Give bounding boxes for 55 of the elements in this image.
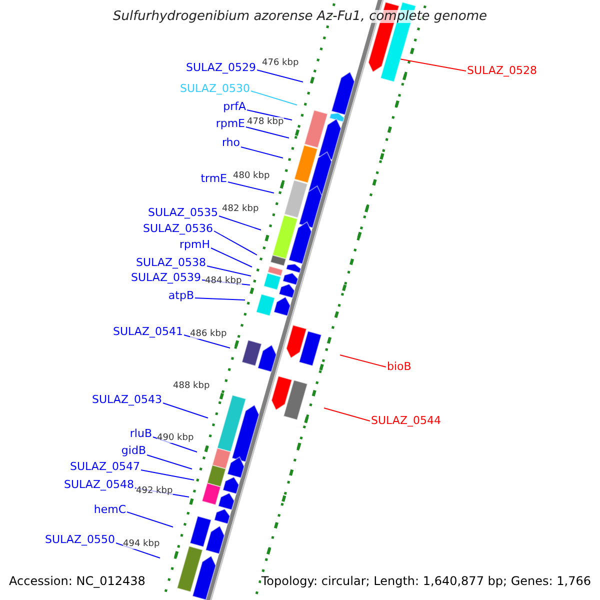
gene-label: hemC	[94, 503, 126, 516]
leader-line	[162, 402, 208, 418]
leader-line	[218, 216, 262, 230]
leader-line	[210, 248, 252, 268]
gene-label: atpB	[168, 289, 194, 302]
leader-line	[246, 110, 292, 120]
leader-line	[194, 298, 246, 300]
gene-label: SULAZ_0535	[148, 206, 218, 219]
gene-label: rpmH	[180, 238, 210, 251]
gene-label: rpmE	[216, 117, 245, 130]
gene-label: rho	[222, 136, 240, 149]
gene-label: trmE	[200, 172, 227, 185]
scale-label: 494 kbp	[123, 539, 160, 549]
gene-label: SULAZ_0547	[70, 460, 140, 473]
gene-label: prfA	[223, 100, 246, 113]
leader-line	[146, 454, 192, 470]
leader-line	[340, 354, 386, 368]
scale-label: 476 kbp	[262, 58, 299, 68]
scale-label: 484 kbp	[205, 276, 242, 286]
scale-label: 486 kbp	[190, 329, 227, 339]
leader-line	[246, 126, 290, 138]
gene-label: bioB	[387, 360, 412, 373]
scale-label: 480 kbp	[233, 171, 270, 181]
leader-line	[184, 334, 230, 348]
leader-line	[126, 512, 174, 528]
leader-line	[240, 146, 284, 158]
scale-label: 482 kbp	[222, 204, 259, 214]
gene-label: SULAZ_0544	[371, 414, 441, 427]
leader-line	[250, 90, 298, 106]
gene-label: SULAZ_0543	[92, 393, 162, 406]
gene-label: rluB	[130, 427, 152, 440]
scale-label: 478 kbp	[247, 117, 284, 127]
gene-label: SULAZ_0538	[136, 256, 206, 269]
gene-label: SULAZ_0541	[113, 325, 183, 338]
scale-label: 488 kbp	[173, 381, 210, 391]
title: Sulfurhydrogenibium azorense Az-Fu1, complete genome	[112, 10, 488, 23]
scale-label: 490 kbp	[157, 433, 194, 443]
gene-label: SULAZ_0539	[131, 271, 201, 284]
gene-label: SULAZ_0550	[45, 533, 115, 546]
leader-line	[228, 182, 274, 194]
accession-text: Accession: NC_012438	[9, 575, 146, 588]
gene-label: SULAZ_0548	[64, 478, 134, 491]
leader-line	[206, 266, 252, 276]
scale-label: 492 kbp	[136, 486, 173, 496]
gene-label: SULAZ_0529	[186, 61, 256, 74]
gene-label: SULAZ_0536	[143, 222, 213, 235]
leader-line	[140, 470, 194, 480]
gene-label: gidB	[121, 444, 146, 457]
gene-label: SULAZ_0528	[467, 64, 537, 77]
leader-line	[400, 58, 466, 72]
gene-label: SULAZ_0530	[180, 82, 250, 95]
leader-line	[214, 230, 258, 256]
leader-line	[324, 408, 370, 422]
leader-line	[256, 70, 304, 82]
genome-info-text: Topology: circular; Length: 1,640,877 bp; Genes: 1,766	[261, 575, 591, 588]
